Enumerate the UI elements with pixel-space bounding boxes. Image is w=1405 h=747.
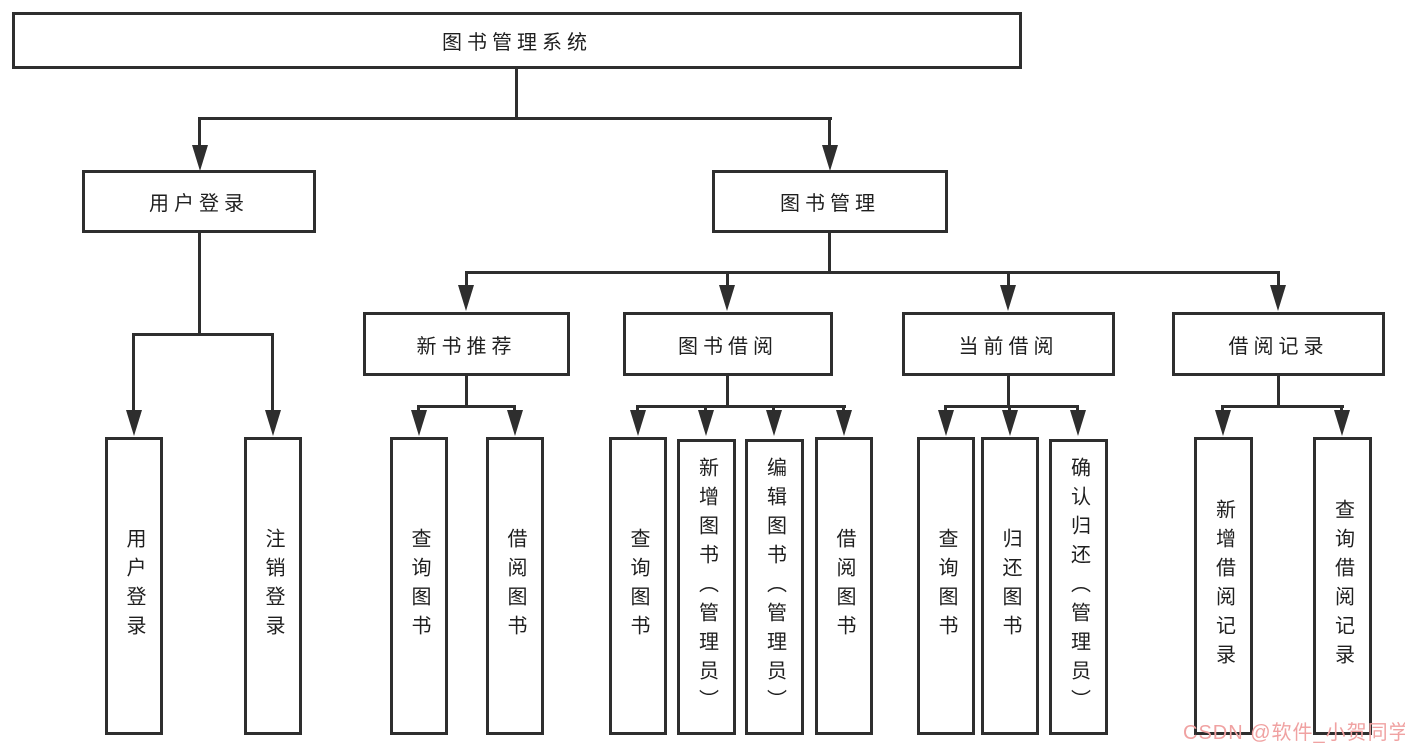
arrowhead-down-icon [766,410,782,436]
node-label: 借阅记录 [1228,335,1329,358]
node-borrowing-records: 借阅记录 [1172,312,1385,376]
node-label: 查询图书 [408,528,430,644]
arrowhead-down-icon [458,285,474,311]
leaf-logout: 注销登录 [244,437,302,735]
arrowhead-down-icon [698,410,714,436]
node-library-management-system: 图书管理系统 [12,12,1022,69]
arrowhead-down-icon [265,410,281,436]
csdn-watermark: CSDN @软件_小贺同学 [1183,722,1405,744]
leaf-borrow-books: 借阅图书 [815,437,873,735]
node-label: 图书借阅 [678,335,778,358]
arrowhead-down-icon [1270,285,1286,311]
connector-line [1007,271,1010,287]
arrowhead-down-icon [822,145,838,171]
arrowhead-down-icon [1334,410,1350,436]
node-label: 当前借阅 [958,335,1059,358]
leaf-query-books: 查询图书 [917,437,975,735]
leaf-add-borrow-record: 新增借阅记录 [1194,437,1253,735]
connector-line [132,333,135,412]
arrowhead-down-icon [192,145,208,171]
arrowhead-down-icon [1070,410,1086,436]
node-label: 注销登录 [262,528,284,644]
arrowhead-down-icon [938,410,954,436]
leaf-borrow-books: 借阅图书 [486,437,544,735]
node-label: 新增图书（管理员） [695,456,718,718]
leaf-query-books: 查询图书 [390,437,448,735]
connector-line [465,376,468,407]
connector-line [828,233,831,273]
node-new-book-recommendation: 新书推荐 [363,312,570,376]
arrowhead-down-icon [719,285,735,311]
node-label: 查询图书 [627,528,649,644]
connector-line [465,271,468,287]
node-label: 借阅图书 [504,528,526,644]
node-label: 用户登录 [123,528,145,644]
connector-line [1277,271,1280,287]
node-label: 新增借阅记录 [1212,499,1235,673]
connector-line [828,117,831,149]
node-label: 编辑图书（管理员） [763,456,786,718]
leaf-user-login: 用户登录 [105,437,163,735]
leaf-query-borrow-record: 查询借阅记录 [1313,437,1372,735]
arrowhead-down-icon [411,410,427,436]
node-label: 新书推荐 [416,335,517,358]
node-label: 确认归还（管理员） [1067,456,1090,718]
connector-line [198,117,201,149]
leaf-confirm-return-admin: 确认归还（管理员） [1049,439,1108,735]
arrowhead-down-icon [1002,410,1018,436]
leaf-return-books: 归还图书 [981,437,1039,735]
arrowhead-down-icon [836,410,852,436]
connector-line [1277,376,1280,407]
connector-line [198,232,201,335]
node-current-borrowing: 当前借阅 [902,312,1115,376]
connector-line [465,271,1279,274]
leaf-query-books: 查询图书 [609,437,667,735]
node-book-management: 图书管理 [712,170,948,233]
node-label: 图书管理 [780,193,880,215]
node-label: 图书管理系统 [442,32,592,54]
connector-line [1221,405,1344,408]
node-label: 用户登录 [149,193,249,215]
arrowhead-down-icon [126,410,142,436]
connector-line [637,405,846,408]
node-book-borrowing: 图书借阅 [623,312,833,376]
connector-line [418,405,516,408]
connector-line [726,271,729,287]
node-label: 查询借阅记录 [1331,499,1354,673]
arrowhead-down-icon [507,410,523,436]
connector-line [1007,376,1010,407]
arrowhead-down-icon [1215,410,1231,436]
connector-line [944,405,1079,408]
connector-line [271,333,274,412]
node-label: 归还图书 [999,528,1021,644]
connector-line [515,68,518,120]
node-user-login: 用户登录 [82,170,316,233]
connector-line [132,333,274,336]
connector-line [726,376,729,407]
connector-line [198,117,832,120]
leaf-edit-books-admin: 编辑图书（管理员） [745,439,804,735]
node-label: 查询图书 [935,528,957,644]
arrowhead-down-icon [1000,285,1016,311]
arrowhead-down-icon [630,410,646,436]
node-label: 借阅图书 [833,528,855,644]
leaf-add-books-admin: 新增图书（管理员） [677,439,736,735]
